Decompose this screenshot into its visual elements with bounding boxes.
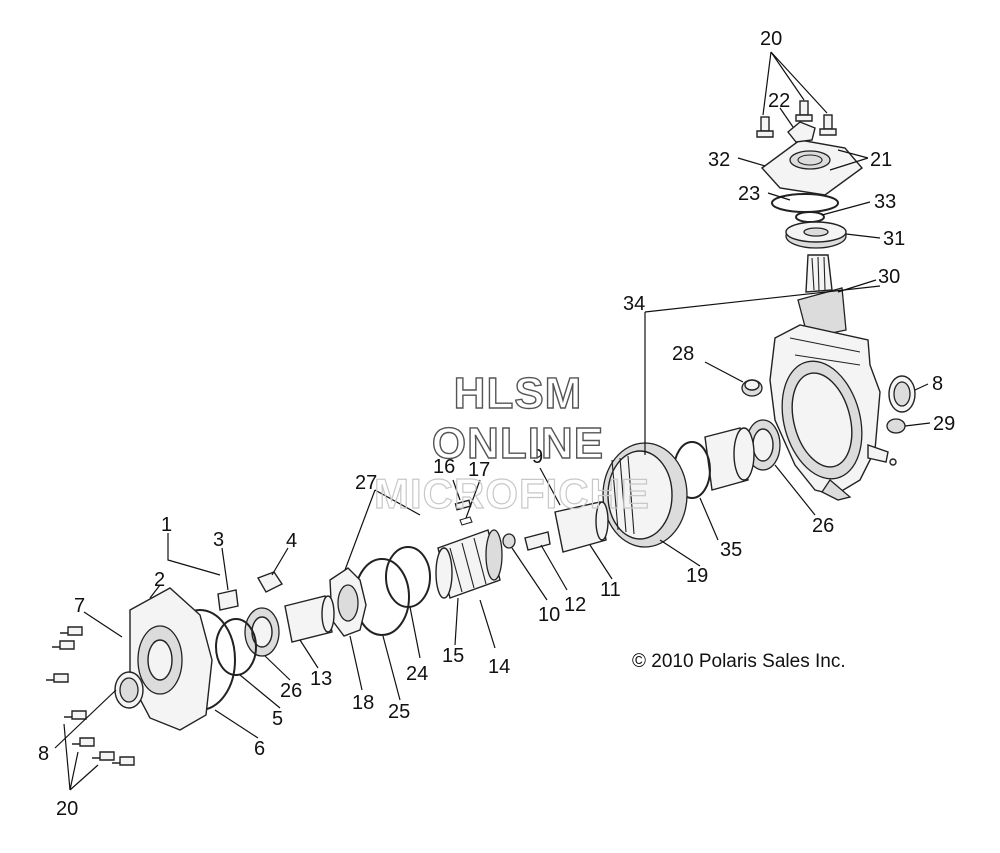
callout-26-left: 26 [280, 680, 302, 702]
seal-8-right [888, 375, 916, 413]
left-bolts [46, 626, 135, 766]
callout-6: 6 [254, 738, 265, 760]
callout-2: 2 [154, 569, 165, 591]
plug-28 [741, 379, 763, 397]
callout-32: 32 [708, 149, 730, 171]
bearing-31 [785, 221, 847, 249]
callout-17: 17 [468, 459, 490, 481]
callout-11: 11 [600, 579, 621, 601]
callout-19: 19 [686, 565, 708, 587]
top-cover-plate [760, 121, 864, 196]
pin-16 [454, 499, 472, 511]
cover-bolts [756, 100, 837, 138]
watermark-microfiche: MICROFICHE [374, 470, 650, 517]
callout-13: 13 [310, 668, 332, 690]
callout-14: 14 [488, 656, 510, 678]
washer-10 [502, 533, 516, 549]
ring-33 [795, 211, 825, 223]
callout-18: 18 [352, 692, 374, 714]
shaft-11 [554, 501, 609, 553]
callout-29: 29 [933, 413, 955, 435]
callout-12: 12 [564, 594, 586, 616]
callout-24: 24 [406, 663, 428, 685]
callout-10: 10 [538, 604, 560, 626]
callout-28: 28 [672, 343, 694, 365]
sensor-3-4 [217, 571, 284, 611]
leader-lines [54, 51, 931, 791]
callout-33: 33 [874, 191, 896, 213]
callout-26-right: 26 [812, 515, 834, 537]
callout-labels: 20 22 32 21 23 33 31 30 34 28 8 29 26 35… [38, 28, 955, 820]
callout-16: 16 [433, 456, 455, 478]
callout-8-right: 8 [932, 373, 943, 395]
callout-7: 7 [74, 595, 85, 617]
callout-5: 5 [272, 708, 283, 730]
callout-8-left: 8 [38, 743, 49, 765]
callout-15: 15 [442, 645, 464, 667]
bearing-26-left [244, 607, 280, 657]
roll-cage-15 [435, 529, 503, 599]
callout-34: 34 [623, 293, 645, 315]
callout-20-top: 20 [760, 28, 782, 50]
plate-18 [329, 567, 367, 637]
copyright-text: © 2010 Polaris Sales Inc. [632, 651, 846, 672]
callout-30: 30 [878, 266, 900, 288]
callout-23: 23 [738, 183, 760, 205]
callout-35: 35 [720, 539, 742, 561]
callout-22: 22 [768, 90, 790, 112]
main-housing [769, 324, 897, 501]
callout-21: 21 [870, 149, 892, 171]
callout-3: 3 [213, 529, 224, 551]
o-ring-23 [771, 193, 839, 213]
watermark-online: ONLINE [432, 419, 604, 468]
spacer-tube [704, 427, 755, 491]
callout-9: 9 [532, 446, 543, 468]
callout-27: 27 [355, 472, 377, 494]
pin-12 [524, 531, 551, 551]
pinion-gear-30 [797, 254, 847, 339]
callout-4: 4 [286, 530, 297, 552]
sleeve-13 [284, 595, 335, 643]
seal-8-left [114, 671, 144, 709]
plug-29 [886, 418, 906, 434]
watermark: HLSM ONLINE MICROFICHE [373, 368, 650, 517]
callout-25: 25 [388, 701, 410, 723]
watermark-hlsm: HLSM [454, 369, 583, 418]
left-cover-2 [129, 587, 213, 731]
callout-1: 1 [161, 514, 172, 536]
callout-20-bottom: 20 [56, 798, 78, 820]
clip-17 [459, 516, 473, 526]
ring-5 [215, 618, 257, 676]
callout-31: 31 [883, 228, 905, 250]
